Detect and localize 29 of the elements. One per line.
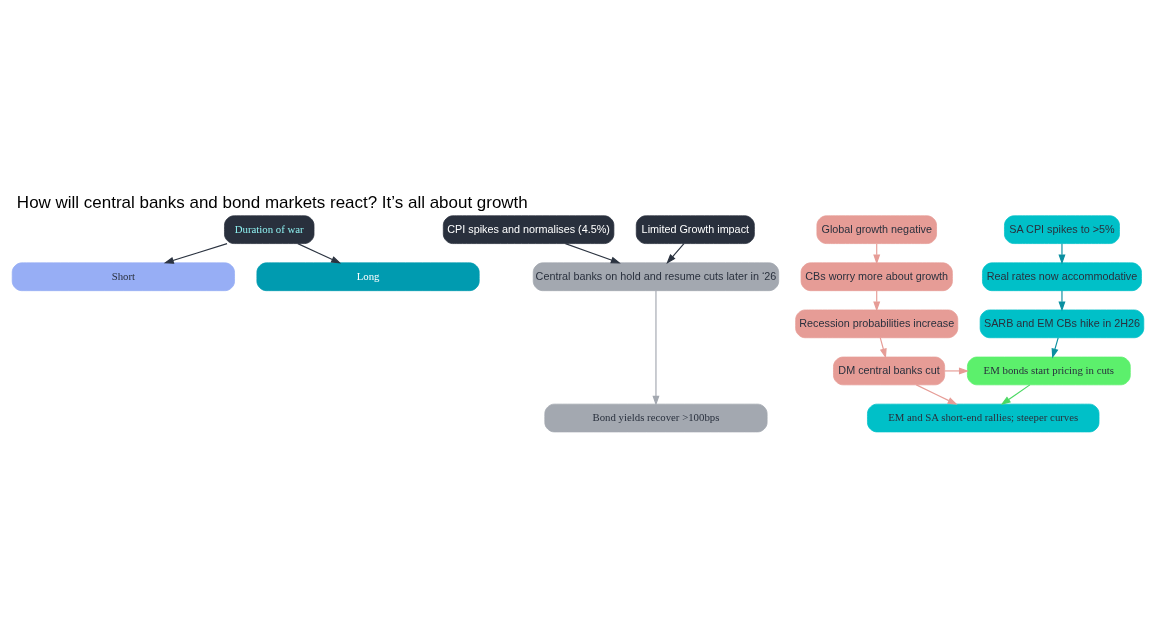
arrow <box>652 289 660 406</box>
node-box: Long <box>256 262 480 291</box>
node-box: DM central banks cut <box>833 356 946 385</box>
node-box: Bond yields recover >100bps <box>544 403 768 432</box>
arrow <box>297 242 342 264</box>
node-box: CBs worry more about growth <box>800 262 953 291</box>
arrow <box>564 242 621 263</box>
node-box: Real rates now accommodative <box>982 262 1142 291</box>
node-box: Central banks on hold and resume cuts later in ‘26 <box>532 262 780 291</box>
arrow <box>1000 383 1031 405</box>
node-box: SA CPI spikes to >5% <box>1004 214 1120 244</box>
arrow <box>1058 289 1066 312</box>
arrow <box>1058 242 1066 264</box>
node-box: Global growth negative <box>816 214 937 244</box>
arrow <box>915 383 958 405</box>
node-box: CPI spikes and normalises (4.5%) <box>442 214 615 244</box>
node-box: Duration of war <box>224 214 315 244</box>
node-box: Short <box>11 262 235 291</box>
arrow <box>1051 336 1059 359</box>
node-box: EM and SA short-end rallies; steeper curves <box>867 403 1100 432</box>
arrow <box>879 336 887 359</box>
arrow <box>944 366 969 374</box>
node-box: EM bonds start pricing in cuts <box>967 356 1131 385</box>
node-box: SARB and EM CBs hike in 2H26 <box>979 309 1145 338</box>
node-box: Limited Growth impact <box>635 214 755 244</box>
arrow <box>163 242 228 264</box>
diagram-title: How will central banks and bond markets react? It’s all about growth <box>16 192 528 212</box>
node-box: Recession probabilities increase <box>795 309 959 338</box>
arrow <box>666 242 685 264</box>
